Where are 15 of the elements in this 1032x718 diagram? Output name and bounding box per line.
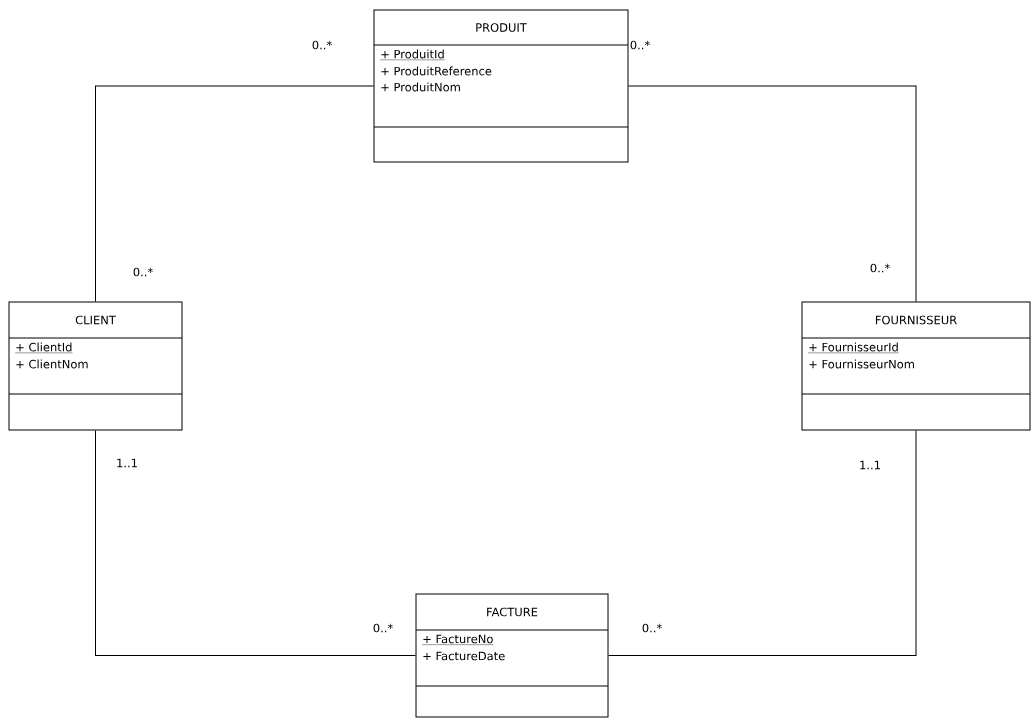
multiplicity-label: 0..* xyxy=(312,40,332,50)
multiplicity-label: 0..* xyxy=(373,623,393,633)
multiplicity-label: 0..* xyxy=(642,623,662,633)
association-line xyxy=(608,430,917,656)
class-box: PRODUIT + ProduitId + ProduitReference + ProduitNom xyxy=(373,9,629,163)
class-box: FACTURE + FactureNo + FactureDate xyxy=(415,593,609,718)
association-line xyxy=(95,430,416,656)
association-line xyxy=(628,85,917,302)
class-box: CLIENT + ClientId + ClientNom xyxy=(8,301,183,431)
multiplicity-label: 0..* xyxy=(133,267,153,277)
multiplicity-label: 1..1 xyxy=(117,458,137,468)
association-line xyxy=(95,85,374,302)
multiplicity-label: 0..* xyxy=(870,263,890,273)
class-box: FOURNISSEUR + FournisseurId + FournisseurNom xyxy=(801,301,1031,431)
multiplicity-label: 1..1 xyxy=(860,460,880,470)
